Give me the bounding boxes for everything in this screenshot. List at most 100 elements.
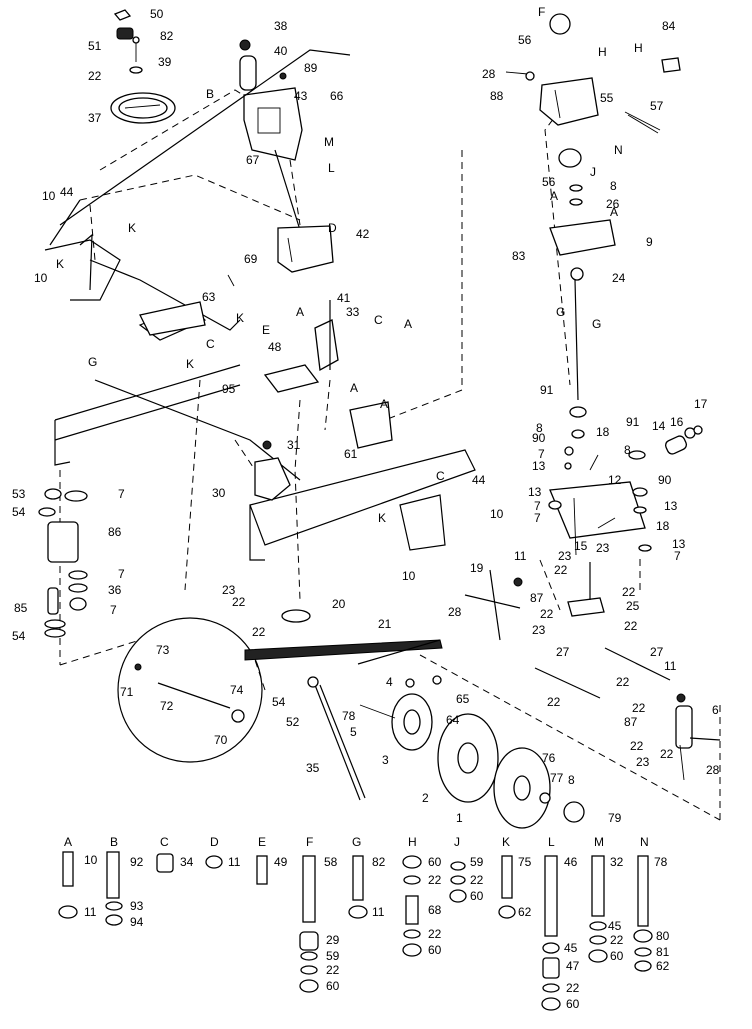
ref-letter-L: L	[328, 161, 335, 175]
callout-50: 50	[150, 7, 164, 21]
callout-52: 52	[286, 715, 300, 729]
legend-H-part-5: 60	[428, 943, 442, 957]
legend-K-part-1: 75	[518, 855, 532, 869]
ref-letter-K-5: K	[378, 511, 386, 525]
ref-letter-M: M	[324, 135, 334, 149]
callout-20: 20	[332, 597, 346, 611]
callout-16: 16	[670, 415, 684, 429]
legend-group-M: M 32 45 22 60	[588, 835, 624, 963]
callout-7-b: 7	[118, 567, 125, 581]
legend-L-part-3: 47	[566, 959, 580, 973]
legend-J-part-2: 22	[470, 873, 484, 887]
callout-69: 69	[244, 252, 258, 266]
ref-letter-A: A	[296, 305, 304, 319]
legend-letter-G: G	[352, 835, 361, 849]
legend-group-B: B 92 93 94	[105, 835, 144, 929]
legend-group-C: C 34	[156, 835, 194, 873]
ref-letter-C: C	[206, 337, 215, 351]
callout-22-i: 22	[616, 675, 630, 689]
callout-14: 14	[652, 419, 666, 433]
callout-6: 6	[712, 703, 719, 717]
callout-1: 1	[456, 811, 463, 825]
callout-13-c: 13	[664, 499, 678, 513]
callout-11-b: 11	[664, 659, 677, 673]
callout-8-d: 8	[624, 443, 631, 457]
ref-letter-B: B	[206, 87, 214, 101]
ref-letter-G-2: G	[556, 305, 565, 319]
callout-22-h: 22	[624, 619, 638, 633]
callout-27: 27	[556, 645, 570, 659]
callout-54-b: 54	[12, 629, 26, 643]
callout-10-d: 10	[402, 569, 416, 583]
callout-7-d: 7	[538, 447, 545, 461]
callout-30: 30	[212, 486, 226, 500]
drag-link	[244, 639, 443, 665]
callout-11: 11	[514, 549, 527, 563]
callout-12: 12	[608, 473, 622, 487]
bracket-42	[277, 225, 334, 273]
legend-group-A: A 10 11	[58, 835, 98, 919]
callout-22-e: 22	[547, 695, 561, 709]
legend-B-part-2: 93	[130, 899, 144, 913]
callout-28-b: 28	[482, 67, 496, 81]
callout-27-b: 27	[650, 645, 664, 659]
callout-21: 21	[378, 617, 392, 631]
ref-letter-K-4: K	[186, 357, 194, 371]
legend-L-part-4: 22	[566, 981, 580, 995]
legend-B-part-1: 92	[130, 855, 144, 869]
callout-79: 79	[608, 811, 622, 825]
callout-72: 72	[160, 699, 174, 713]
steering-column-support	[239, 39, 303, 231]
callout-56-b: 56	[542, 175, 556, 189]
legend-C-part-1: 34	[180, 855, 194, 869]
legend-letter-B: B	[110, 835, 118, 849]
callout-91: 91	[540, 383, 554, 397]
callout-90: 90	[532, 431, 546, 445]
callout-28: 28	[448, 605, 462, 619]
callout-33: 33	[346, 305, 360, 319]
callout-28-c: 28	[706, 763, 720, 777]
callout-82: 82	[160, 29, 174, 43]
callout-23-d: 23	[596, 541, 610, 555]
callout-40: 40	[274, 44, 288, 58]
spindle-assembly	[464, 562, 721, 781]
callout-22-l: 22	[660, 747, 674, 761]
ref-letter-F: F	[538, 5, 545, 19]
ref-letter-K: K	[128, 221, 136, 235]
callout-13-b: 13	[528, 485, 542, 499]
ref-letter-E: E	[262, 323, 270, 337]
ref-letter-A-2: A	[404, 317, 412, 331]
callout-85: 85	[14, 601, 28, 615]
callout-5: 5	[350, 725, 357, 739]
callout-10-b: 10	[34, 271, 48, 285]
callout-38: 38	[274, 19, 288, 33]
ref-letter-G-3: G	[592, 317, 601, 331]
legend-group-H: H 60 22 68 22 60	[402, 835, 442, 957]
callout-48: 48	[268, 340, 282, 354]
callout-54: 54	[12, 505, 26, 519]
legend-G-part-2: 11	[372, 905, 385, 919]
steering-shaft	[281, 609, 366, 801]
callout-8-b: 8	[610, 179, 617, 193]
callout-44: 44	[60, 185, 74, 199]
legend-letter-K: K	[502, 835, 510, 849]
callout-17: 17	[694, 397, 708, 411]
legend-L-part-5: 60	[566, 997, 580, 1011]
reference-letters: B M L K K D K C K E A C A G A A C K F H …	[56, 5, 643, 525]
callout-91-b: 91	[626, 415, 640, 429]
legend-group-J: J 59 22 60	[449, 835, 484, 903]
callout-19: 19	[470, 561, 484, 575]
legend-F-part-3: 59	[326, 949, 340, 963]
callout-22-k: 22	[630, 739, 644, 753]
legend-letter-H: H	[408, 835, 417, 849]
callout-65: 65	[456, 692, 470, 706]
callout-22-c: 22	[252, 625, 266, 639]
legend-M-part-3: 22	[610, 933, 624, 947]
callout-87: 87	[530, 591, 544, 605]
callout-13-d: 13	[672, 537, 686, 551]
ref-letter-J: J	[590, 165, 596, 179]
ref-letter-D: D	[328, 221, 337, 235]
callout-7: 7	[118, 487, 125, 501]
